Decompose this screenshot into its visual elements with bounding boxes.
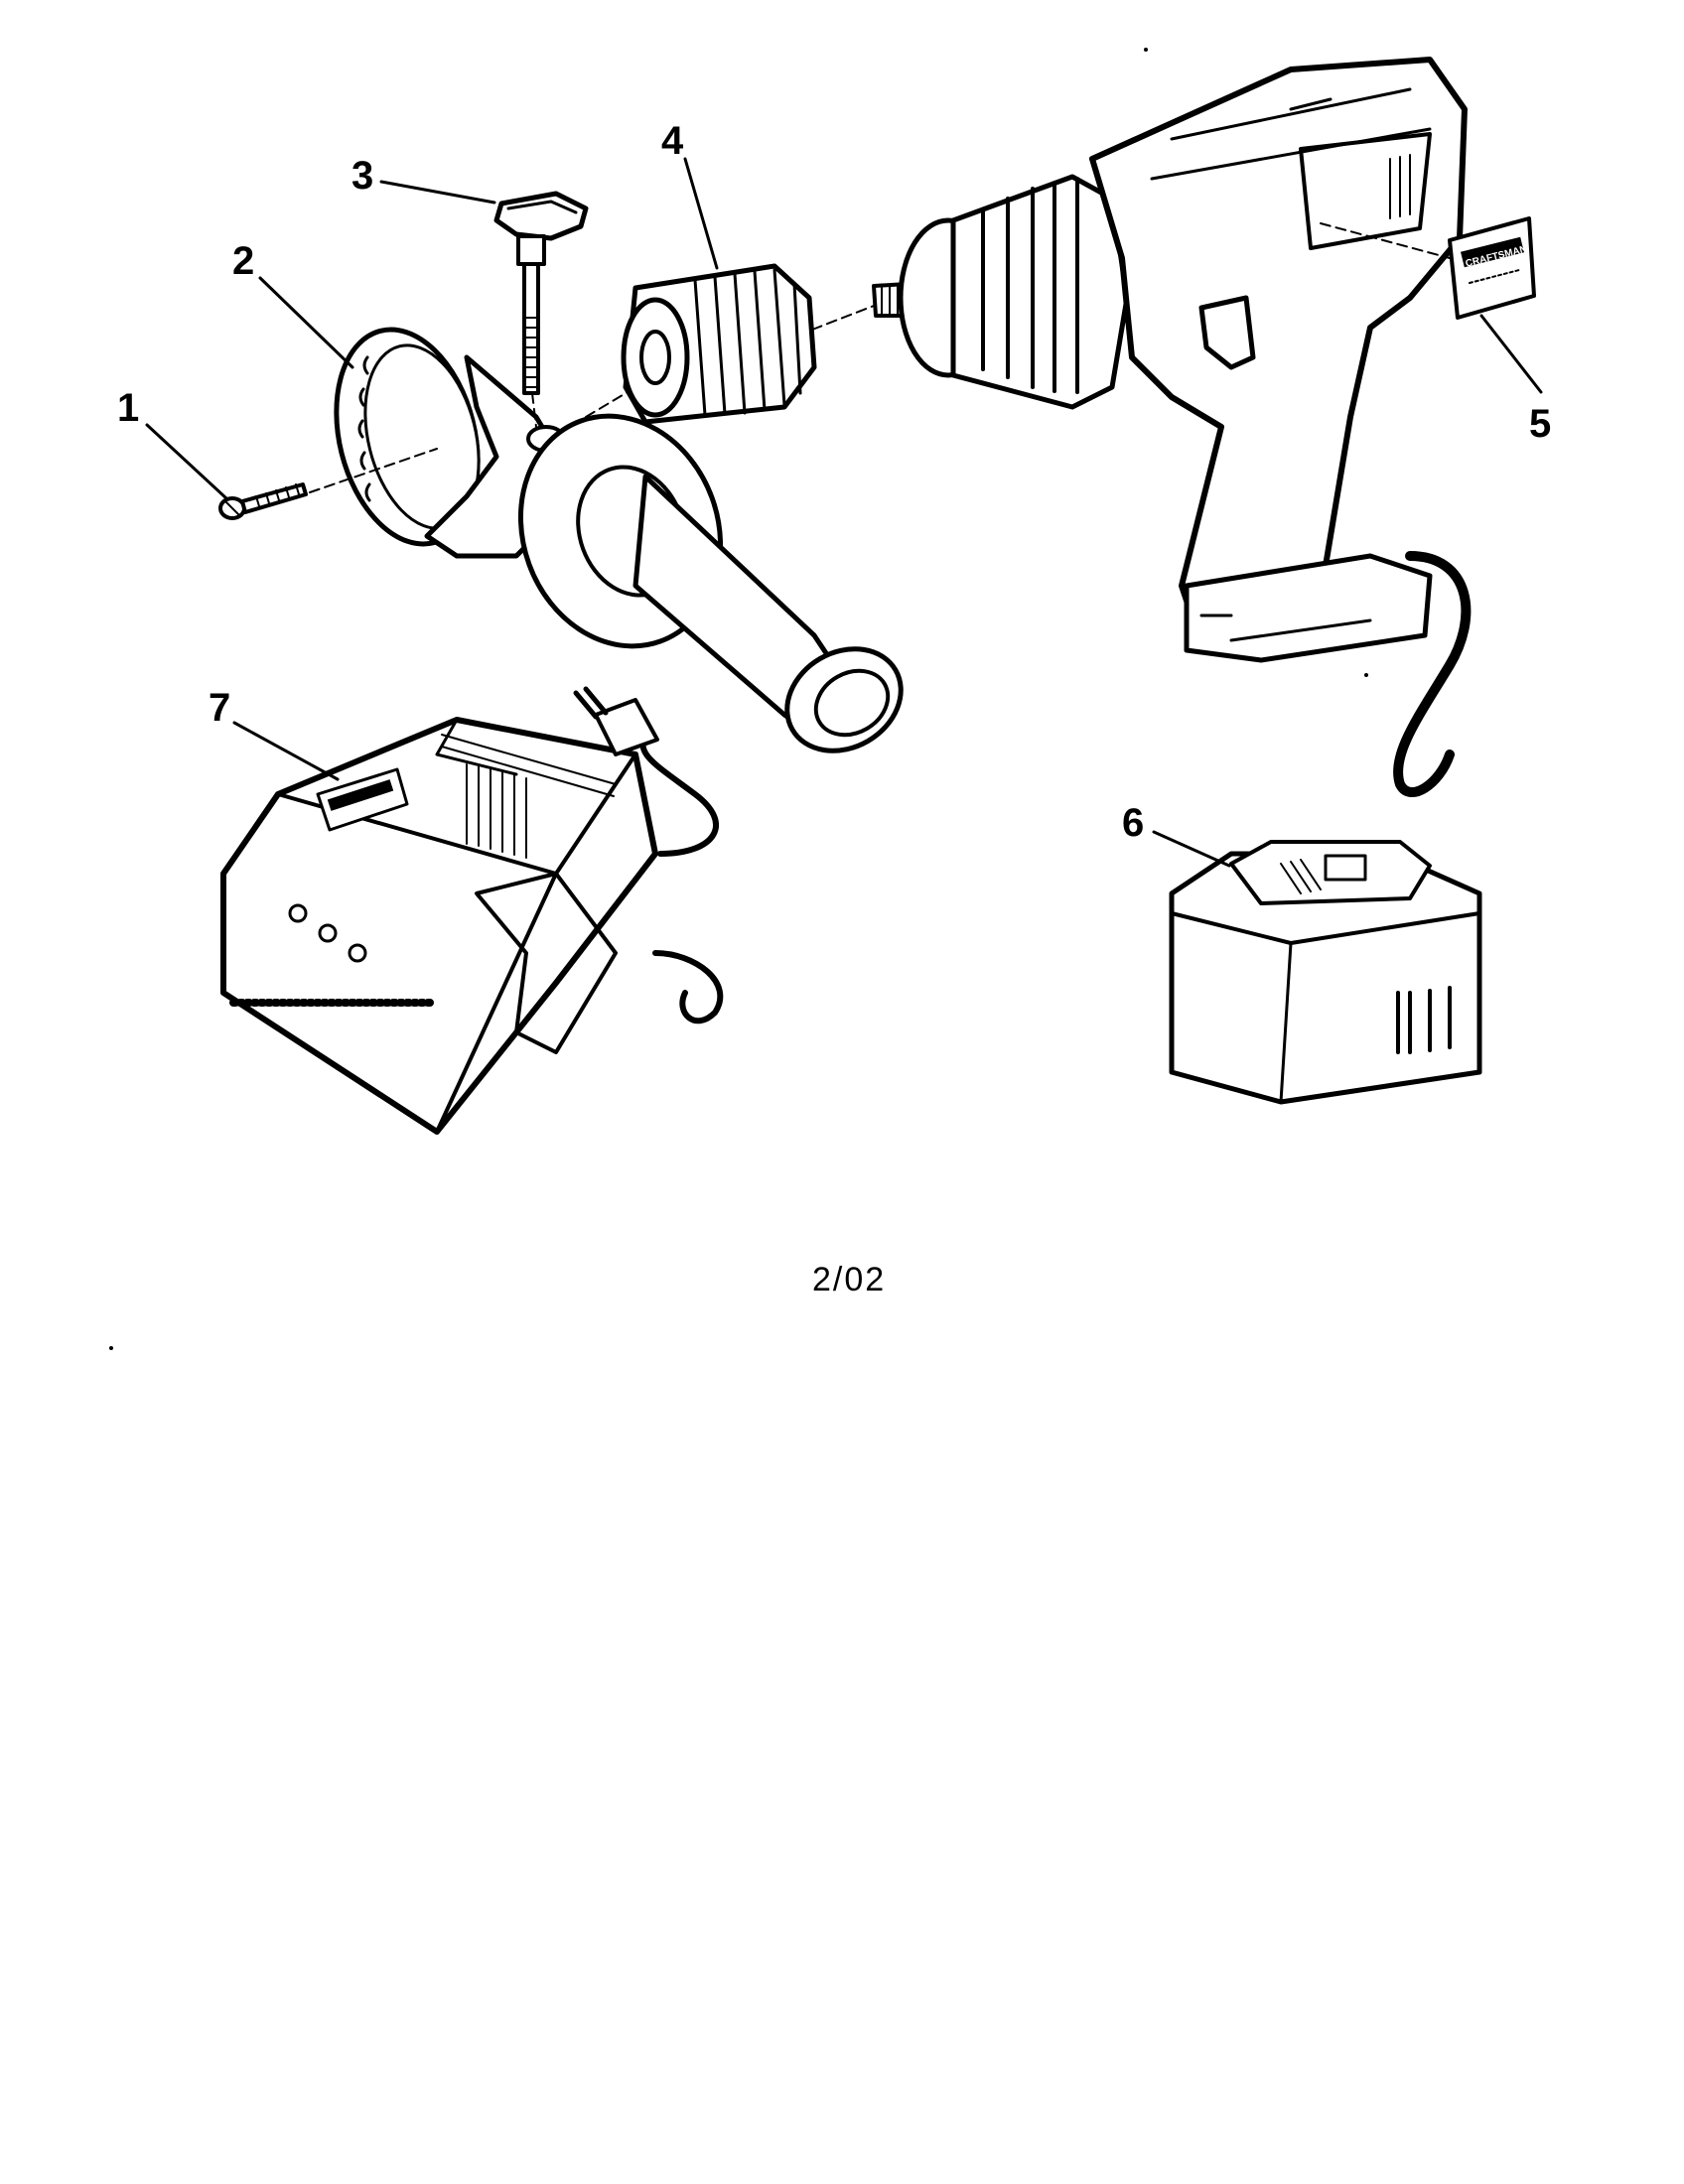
callout-numbers: 1 2 3 4 5 6 7	[117, 119, 1551, 845]
part-screw	[218, 482, 308, 520]
part-battery-charger	[220, 686, 724, 1135]
revision-date-code: 2/02	[812, 1261, 886, 1298]
callout-4: 4	[661, 119, 684, 163]
side-handle	[517, 413, 904, 753]
callout-leaders	[145, 157, 1543, 868]
callout-7: 7	[209, 686, 230, 730]
part-knob-bolt	[493, 191, 589, 395]
callout-6: 6	[1122, 801, 1144, 845]
part-battery-pack	[1169, 840, 1482, 1105]
callout-2: 2	[232, 239, 254, 283]
callout-5: 5	[1529, 402, 1551, 446]
assembly-lines	[309, 222, 1451, 493]
callout-3: 3	[351, 154, 373, 198]
part-nameplate: CRAFTSMAN	[1448, 216, 1536, 320]
part-keyless-chuck	[621, 263, 817, 425]
callout-1: 1	[117, 386, 139, 430]
drill-body	[872, 57, 1472, 797]
